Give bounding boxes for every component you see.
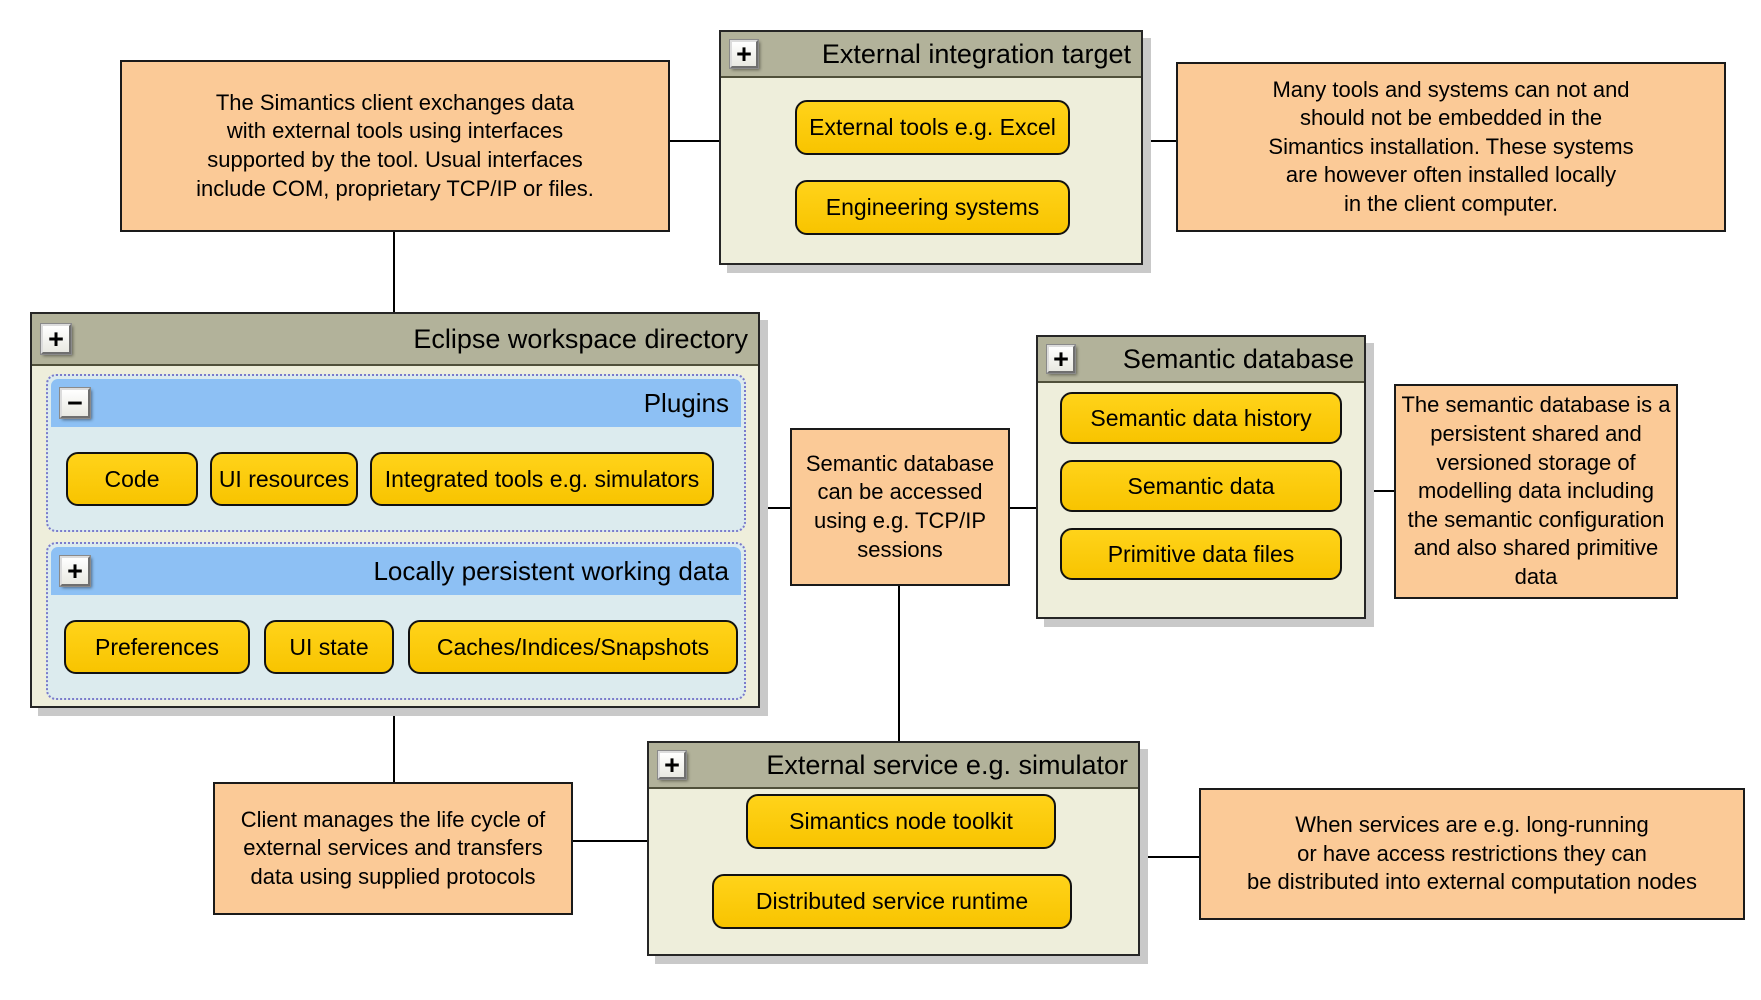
node-simantics-node-toolkit[interactable]: Simantics node toolkit xyxy=(746,794,1056,849)
group-semantic-database: + Semantic database Semantic data histor… xyxy=(1036,335,1366,619)
note-when-services-text: When services are e.g. long-running or h… xyxy=(1246,812,1698,895)
group-eclipse-workspace-header: + Eclipse workspace directory xyxy=(32,314,758,366)
node-semantic-data[interactable]: Semantic data xyxy=(1060,460,1342,512)
node-caches-indices-snapshots[interactable]: Caches/Indices/Snapshots xyxy=(408,620,738,674)
connector-database-to-note xyxy=(1366,490,1394,492)
connector-service-to-note xyxy=(1140,856,1199,858)
node-engineering-systems[interactable]: Engineering systems xyxy=(795,180,1070,235)
panel-title: Locally persistent working data xyxy=(373,555,729,586)
note-client-exchanges: The Simantics client exchanges data with… xyxy=(120,60,670,232)
group-external-service: + External service e.g. simulator Simant… xyxy=(647,741,1140,956)
note-semantic-access: Semantic database can be accessed using … xyxy=(790,428,1010,586)
note-when-services: When services are e.g. long-running or h… xyxy=(1199,788,1745,920)
note-many-tools-text: Many tools and systems can not and shoul… xyxy=(1268,76,1634,216)
group-title: External integration target xyxy=(821,38,1131,69)
expand-plus-button[interactable]: + xyxy=(59,555,91,587)
node-ui-state[interactable]: UI state xyxy=(264,620,394,674)
group-external-integration-target: + External integration target External t… xyxy=(719,30,1143,265)
panel-plugins-header: − Plugins xyxy=(51,379,741,427)
note-client-manages: Client manages the life cycle of externa… xyxy=(213,782,573,915)
note-semantic-access-text: Semantic database can be accessed using … xyxy=(805,450,995,562)
expand-plus-button[interactable]: + xyxy=(657,750,687,780)
node-preferences[interactable]: Preferences xyxy=(64,620,250,674)
note-semantic-storage: The semantic database is a persistent sh… xyxy=(1394,384,1678,599)
connector-eclipse-to-access-note xyxy=(760,507,790,509)
group-title: Eclipse workspace directory xyxy=(413,323,748,354)
note-client-exchanges-text: The Simantics client exchanges data with… xyxy=(196,89,594,201)
expand-plus-button[interactable]: + xyxy=(1046,344,1076,374)
group-eclipse-workspace-directory: + Eclipse workspace directory − Plugins … xyxy=(30,312,760,708)
connector-integration-to-note xyxy=(1143,140,1176,142)
connector-access-note-to-database xyxy=(1010,507,1036,509)
group-semantic-database-header: + Semantic database xyxy=(1038,337,1364,383)
note-many-tools: Many tools and systems can not and shoul… xyxy=(1176,62,1726,232)
node-external-tools-excel[interactable]: External tools e.g. Excel xyxy=(795,100,1070,155)
note-semantic-storage-text: The semantic database is a persistent sh… xyxy=(1401,392,1671,589)
panel-plugins: − Plugins Code UI resources Integrated t… xyxy=(46,374,746,532)
panel-title: Plugins xyxy=(643,387,729,418)
connector-note-to-eclipse xyxy=(393,232,395,312)
connector-eclipse-to-note xyxy=(393,708,395,782)
node-distributed-service-runtime[interactable]: Distributed service runtime xyxy=(712,874,1072,929)
connector-note-to-integration xyxy=(670,140,719,142)
panel-working-data-header: + Locally persistent working data xyxy=(51,547,741,595)
expand-plus-button[interactable]: + xyxy=(40,323,72,355)
group-external-service-header: + External service e.g. simulator xyxy=(649,743,1138,789)
node-ui-resources[interactable]: UI resources xyxy=(210,452,358,506)
collapse-minus-button[interactable]: − xyxy=(59,387,91,419)
group-external-integration-header: + External integration target xyxy=(721,32,1141,78)
node-semantic-data-history[interactable]: Semantic data history xyxy=(1060,392,1342,444)
node-primitive-data-files[interactable]: Primitive data files xyxy=(1060,528,1342,580)
connector-note-to-service xyxy=(573,840,647,842)
group-title: External service e.g. simulator xyxy=(766,749,1128,780)
node-code[interactable]: Code xyxy=(66,452,198,506)
note-client-manages-text: Client manages the life cycle of externa… xyxy=(240,806,546,889)
group-title: Semantic database xyxy=(1122,343,1354,374)
node-integrated-tools[interactable]: Integrated tools e.g. simulators xyxy=(370,452,714,506)
expand-plus-button[interactable]: + xyxy=(729,39,759,69)
panel-working-data: + Locally persistent working data Prefer… xyxy=(46,542,746,700)
connector-access-note-to-service xyxy=(898,586,900,741)
